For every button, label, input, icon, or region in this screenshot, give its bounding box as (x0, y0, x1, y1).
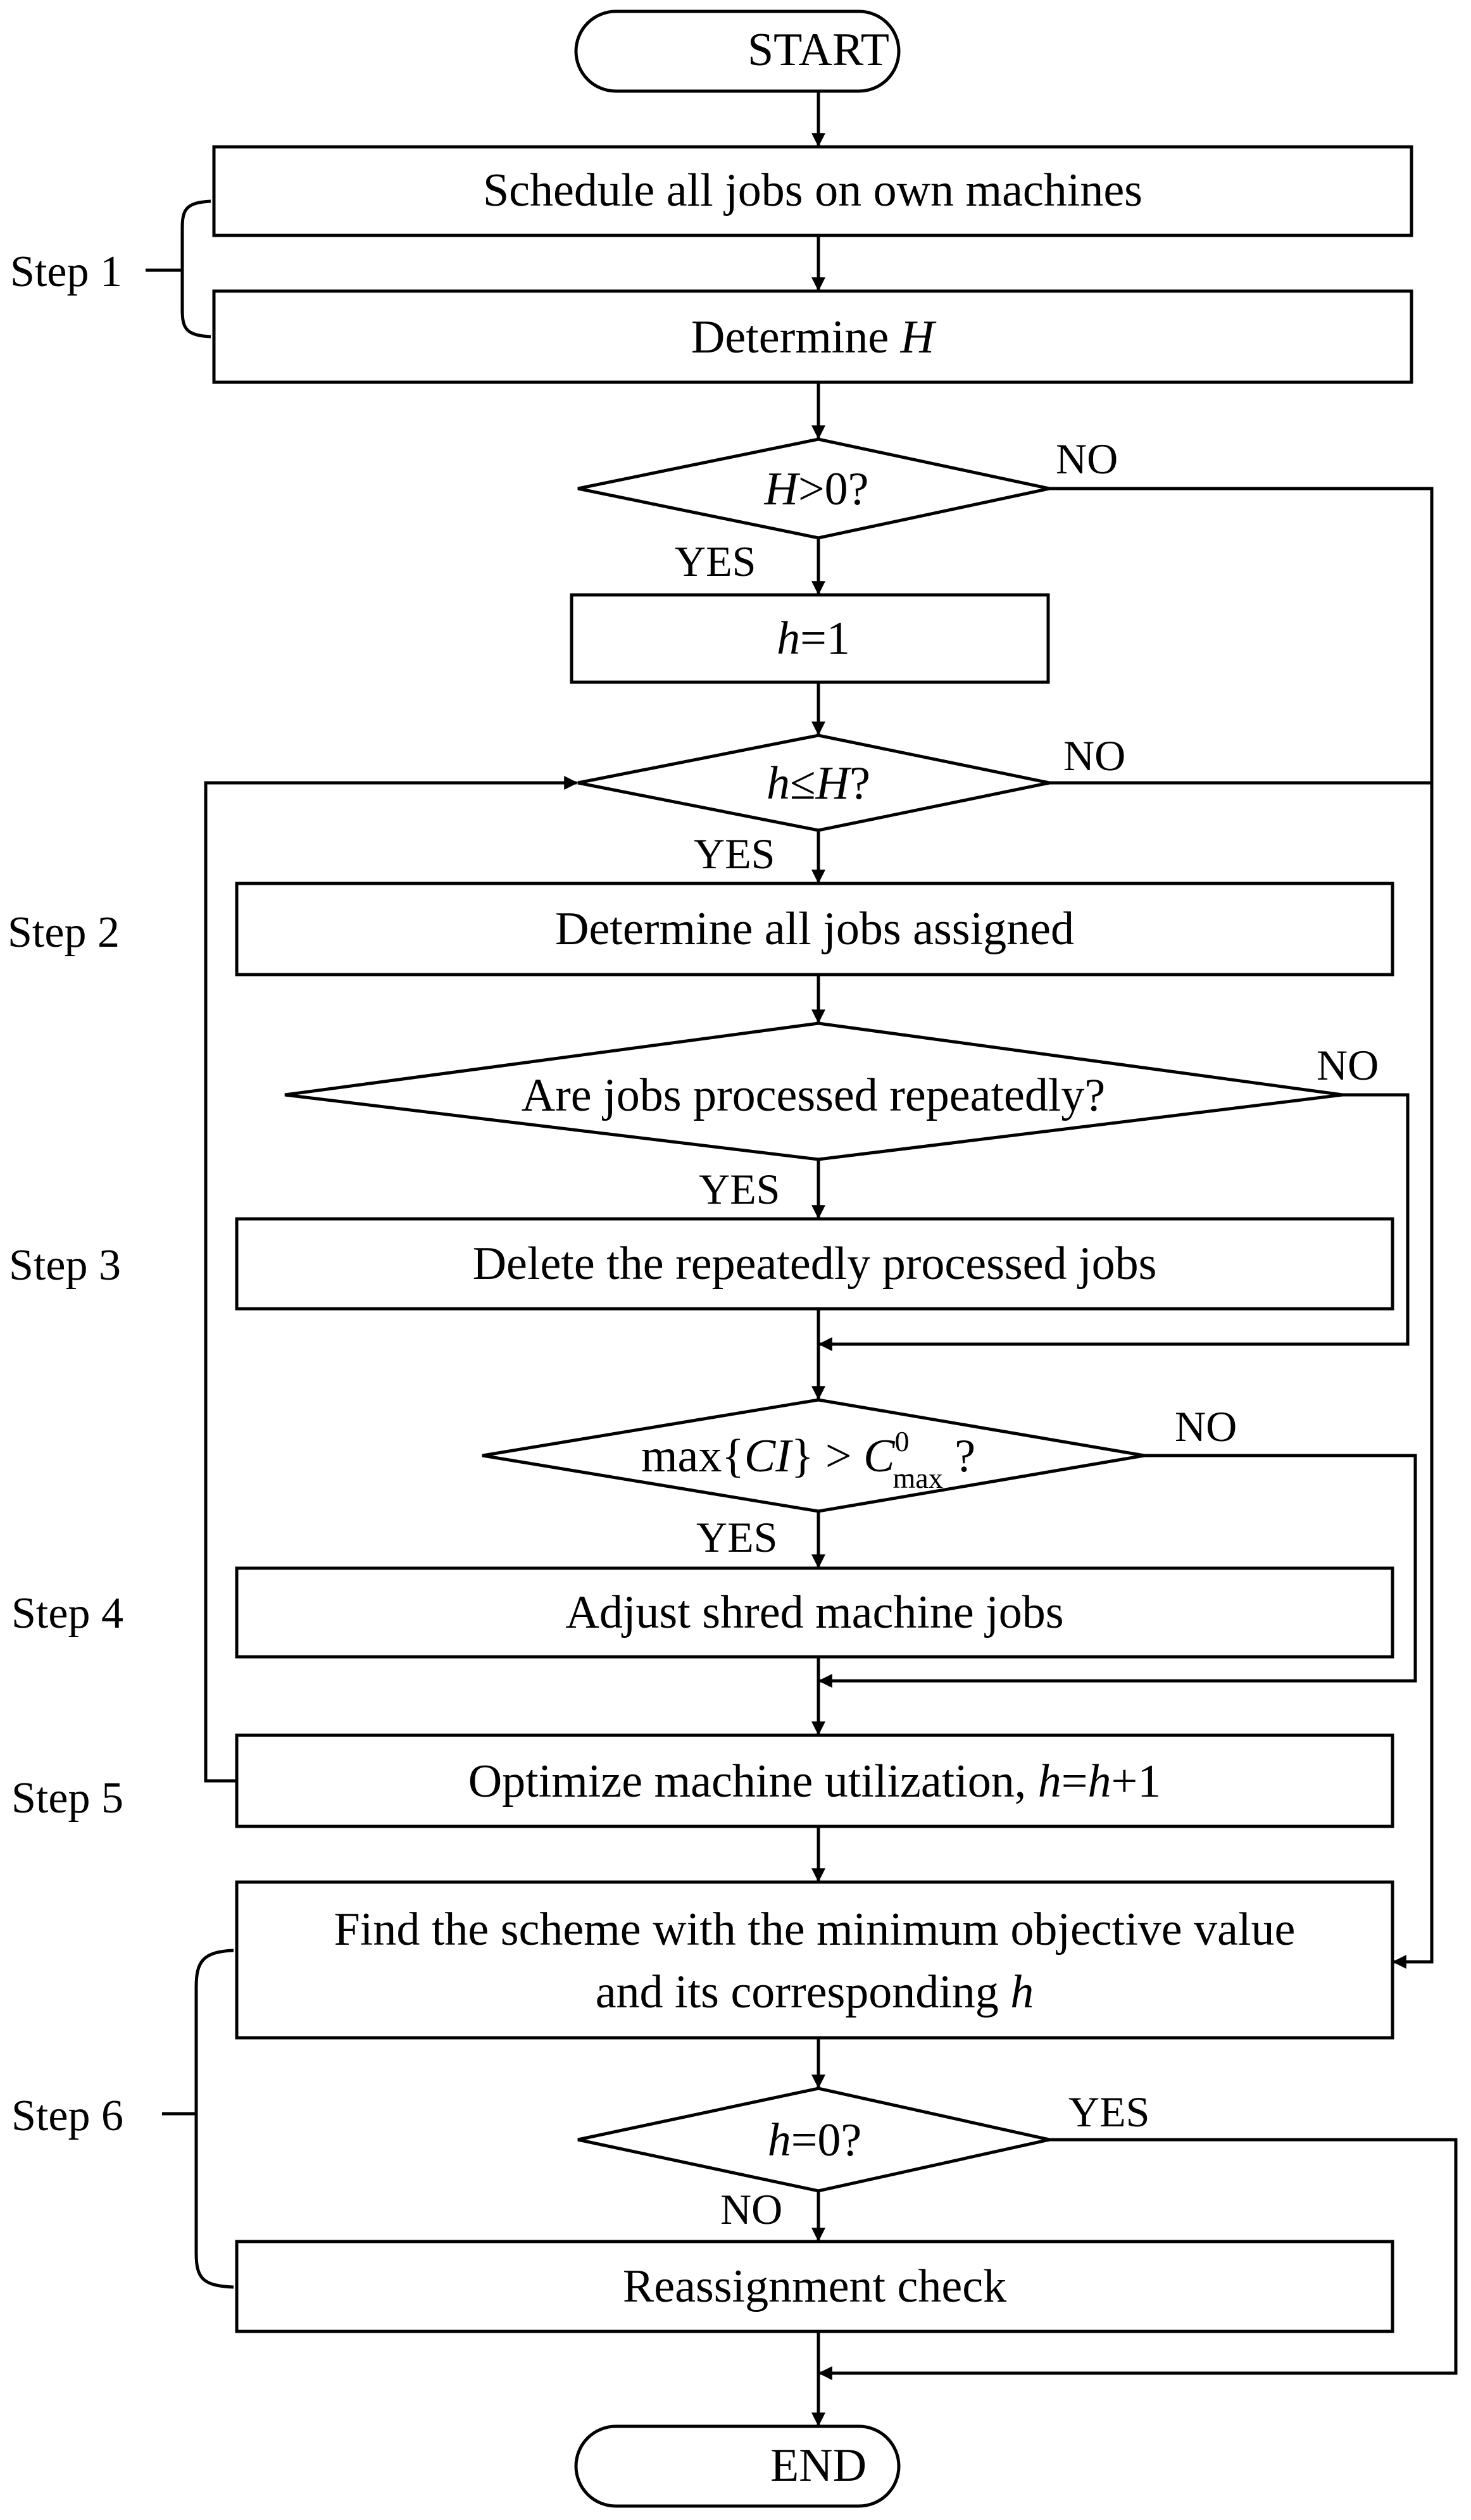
assign-label: Determine all jobs assigned (555, 903, 1074, 955)
optimize-label: Optimize machine utilization, h=h+1 (468, 1756, 1161, 1807)
no-label-h-zero: NO (720, 2185, 782, 2233)
end-terminal (574, 2424, 901, 2508)
loop-condition-label: h≤H? (767, 758, 870, 809)
connector-h-positive-no (1049, 487, 1434, 1969)
yes-label-loop: YES (694, 830, 775, 878)
schedule-process (212, 145, 1413, 237)
connector-repeat-no (818, 1093, 1410, 1351)
no-label-repeat: NO (1317, 1041, 1379, 1089)
find-label-line2: and its corresponding h (596, 1966, 1034, 2018)
step-1-label: Step 1 (10, 247, 122, 296)
determine-h-label: Determine H (691, 311, 937, 363)
no-label-max: NO (1175, 1402, 1237, 1450)
connector-max-no (818, 1454, 1417, 1688)
step6-brace (194, 1949, 234, 2289)
step1-brace (180, 199, 211, 339)
find-label-line1: Find the scheme with the minimum objecti… (334, 1904, 1296, 1955)
step-2-label: Step 2 (8, 908, 120, 957)
init-h-process (570, 593, 1050, 684)
schedule-label: Schedule all jobs on own machines (483, 165, 1142, 216)
h-positive-label: H>0? (763, 463, 868, 515)
connector-h-zero-yes (818, 2138, 1458, 2380)
step-5-label: Step 5 (11, 1774, 123, 1823)
start-terminal (574, 9, 901, 93)
start-label: START (748, 24, 889, 76)
yes-label-max: YES (696, 1513, 777, 1561)
no-label-loop: NO (1063, 732, 1125, 780)
yes-label-repeat: YES (699, 1165, 780, 1213)
step-6-label: Step 6 (11, 2092, 123, 2140)
delete-label: Delete the repeatedly processed jobs (473, 1238, 1157, 1290)
h-zero-label: h=0? (768, 2114, 862, 2166)
reassign-process (235, 2240, 1394, 2333)
assign-process (235, 882, 1394, 976)
step-4-label: Step 4 (11, 1589, 123, 1638)
reassign-label: Reassignment check (623, 2261, 1006, 2312)
repeat-label: Are jobs processed repeatedly? (522, 1070, 1106, 1121)
yes-label-h-positive: YES (675, 537, 756, 585)
step-3-label: Step 3 (9, 1241, 121, 1290)
init-h-label: h=1 (777, 613, 850, 664)
end-label: END (770, 2440, 867, 2492)
yes-label-h-zero: YES (1068, 2088, 1149, 2136)
adjust-label: Adjust shred machine jobs (565, 1587, 1063, 1638)
connector-loop-back (204, 776, 579, 1783)
no-label-h-positive: NO (1056, 435, 1118, 483)
